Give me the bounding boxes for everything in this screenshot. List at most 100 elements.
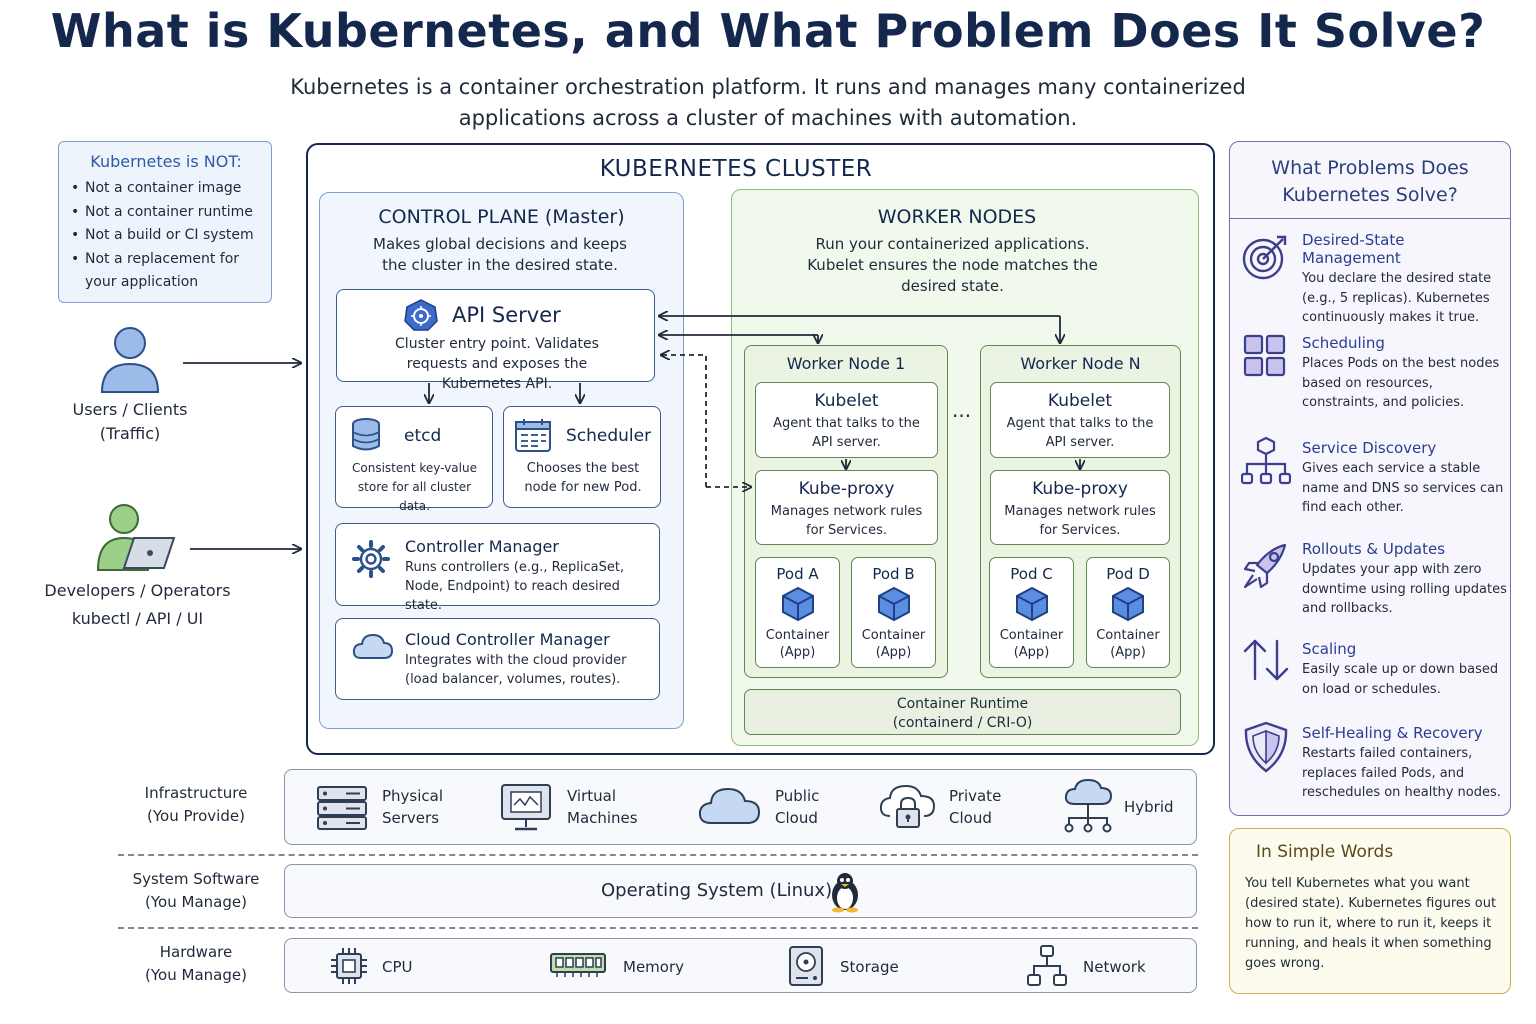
problems-title-line2: Kubernetes Solve? [1282, 184, 1458, 206]
problem-desc: Restarts failed containers, replaces fai… [1302, 746, 1501, 800]
kubelet-card: Kubelet Agent that talks to the API serv… [990, 382, 1170, 458]
control-plane-title: CONTROL PLANE (Master) [378, 206, 625, 228]
monitor-icon [501, 784, 551, 831]
cloud-controller-manager-title: Cloud Controller Manager [405, 630, 610, 649]
cluster-title: KUBERNETES CLUSTER [599, 156, 873, 182]
problem-item: Desired-State Management You declare the… [1302, 231, 1507, 328]
pod-container-label: Container [1096, 628, 1160, 643]
control-plane-desc: Makes global decisions and keeps the clu… [373, 235, 627, 274]
developers-label: Developers / Operators kubectl / API / U… [30, 577, 245, 633]
infra-item-label: Hybrid [1124, 798, 1174, 816]
target-icon [1242, 235, 1287, 280]
infra-item-line2: Cloud [949, 809, 992, 827]
infra-item-line2: Servers [382, 809, 440, 827]
network-tree-icon [1241, 436, 1291, 485]
pod-card: Pod D Container (App) [1086, 557, 1170, 668]
etcd-title: etcd [404, 426, 442, 446]
api-server-title: API Server [452, 303, 561, 327]
proxy-to-api-dashed-arrow [662, 355, 707, 487]
simple-words-box [1229, 828, 1511, 994]
server-rack-icon [317, 786, 367, 830]
infrastructure-label-line1: Infrastructure [144, 784, 248, 802]
not-item: Not a container image [71, 177, 261, 201]
network-icon [1027, 945, 1067, 986]
infra-item-line1: Virtual [567, 787, 617, 805]
problem-item: Scaling Easily scale up or down based on… [1302, 640, 1507, 699]
system-software-label-line2: (You Manage) [145, 893, 247, 911]
problems-panel [1229, 141, 1511, 816]
problem-title: Self-Healing & Recovery [1302, 724, 1483, 742]
users-label-line2: (Traffic) [99, 424, 161, 443]
pod-container-sub: (App) [779, 645, 816, 660]
problem-title: Scaling [1302, 640, 1357, 658]
container-runtime: Container Runtime (containerd / CRI-O) [744, 689, 1181, 735]
users-label: Users / Clients (Traffic) [50, 398, 210, 446]
grid-icon [1243, 334, 1286, 377]
problems-divider [1230, 218, 1510, 219]
api-server-desc: Cluster entry point. Validates requests … [395, 336, 599, 392]
kubelet-desc: Agent that talks to the API server. [773, 416, 920, 450]
operating-system-label: Operating System (Linux) [601, 880, 833, 901]
not-box-title: Kubernetes is NOT: [90, 152, 242, 171]
problem-desc: You declare the desired state (e.g., 5 r… [1302, 271, 1492, 325]
pod-container-label: Container [765, 628, 830, 643]
pod-card: Pod C Container (App) [989, 557, 1074, 668]
pod-name: Pod C [1010, 565, 1053, 583]
kube-proxy-card: Kube-proxy Manages network rules for Ser… [755, 470, 938, 545]
not-item: Not a container runtime [71, 201, 261, 225]
problem-item: Self-Healing & Recovery Restarts failed … [1302, 724, 1502, 803]
worker-nodes-desc: Run your containerized applications. Kub… [807, 235, 1098, 295]
cloud-controller-manager-desc: Integrates with the cloud provider (load… [405, 653, 627, 687]
pod-container-sub: (App) [875, 645, 912, 660]
problem-title: Desired-State Management [1302, 231, 1405, 267]
kube-proxy-desc: Manages network rules for Services. [770, 504, 923, 538]
page-title: What is Kubernetes, and What Problem Doe… [50, 4, 1486, 58]
kubernetes-logo-icon [404, 299, 438, 331]
worker-nodes-title: WORKER NODES [877, 206, 1037, 228]
cloud-controller-manager-card [335, 618, 660, 700]
hardware-item-label: CPU [382, 958, 413, 976]
cloud-icon [698, 787, 761, 824]
infrastructure-label: Infrastructure (You Provide) [100, 782, 292, 828]
scheduler-desc: Chooses the best node for new Pod. [524, 461, 642, 495]
pod-card: Pod A Container (App) [755, 557, 840, 668]
kubelet-title: Kubelet [814, 391, 879, 411]
pod-name: Pod D [1106, 565, 1150, 583]
infra-item-label: Physical Servers [382, 785, 443, 829]
controller-manager-desc: Runs controllers (e.g., ReplicaSet, Node… [405, 560, 625, 613]
pod-card: Pod B Container (App) [851, 557, 936, 668]
simple-words-text: You tell Kubernetes what you want (desir… [1245, 876, 1497, 971]
developers-label-line2: kubectl / API / UI [71, 609, 204, 628]
kubelet-title: Kubelet [1047, 391, 1113, 411]
infra-item-label: Virtual Machines [567, 785, 638, 829]
kube-proxy-title: Kube-proxy [1032, 479, 1128, 499]
container-cube-icon [781, 586, 814, 622]
container-runtime-examples: (containerd / CRI-O) [892, 715, 1033, 731]
pod-container-label: Container [999, 628, 1064, 643]
system-software-label-line1: System Software [132, 870, 260, 888]
database-icon [352, 418, 380, 451]
page-subtitle: Kubernetes is a container orchestration … [290, 75, 1246, 130]
not-list: Not a container image Not a container ru… [71, 177, 261, 295]
problem-item: Service Discovery Gives each service a s… [1302, 439, 1507, 518]
kube-proxy-card: Kube-proxy Manages network rules for Ser… [990, 470, 1170, 545]
scheduler-title: Scheduler [566, 426, 652, 446]
problem-item: Rollouts & Updates Updates your app with… [1302, 540, 1507, 619]
hardware-item-label: Network [1083, 958, 1146, 976]
container-runtime-title: Container Runtime [896, 696, 1029, 712]
hybrid-cloud-icon [1064, 778, 1113, 833]
problems-title-line1: What Problems Does [1271, 157, 1469, 179]
users-label-line1: Users / Clients [72, 400, 188, 419]
problem-title: Service Discovery [1302, 439, 1437, 457]
calendar-icon [515, 419, 551, 452]
developer-icon [96, 504, 176, 571]
system-software-layer [284, 864, 1197, 918]
infra-item-label: Public Cloud [775, 785, 819, 829]
storage-icon [789, 946, 823, 986]
infrastructure-label-line2: (You Provide) [147, 807, 245, 825]
penguin-icon [832, 873, 858, 913]
etcd-desc: Consistent key-value store for all clust… [352, 461, 477, 513]
more-nodes-ellipsis: ... [952, 398, 972, 422]
container-cube-icon [877, 586, 910, 622]
